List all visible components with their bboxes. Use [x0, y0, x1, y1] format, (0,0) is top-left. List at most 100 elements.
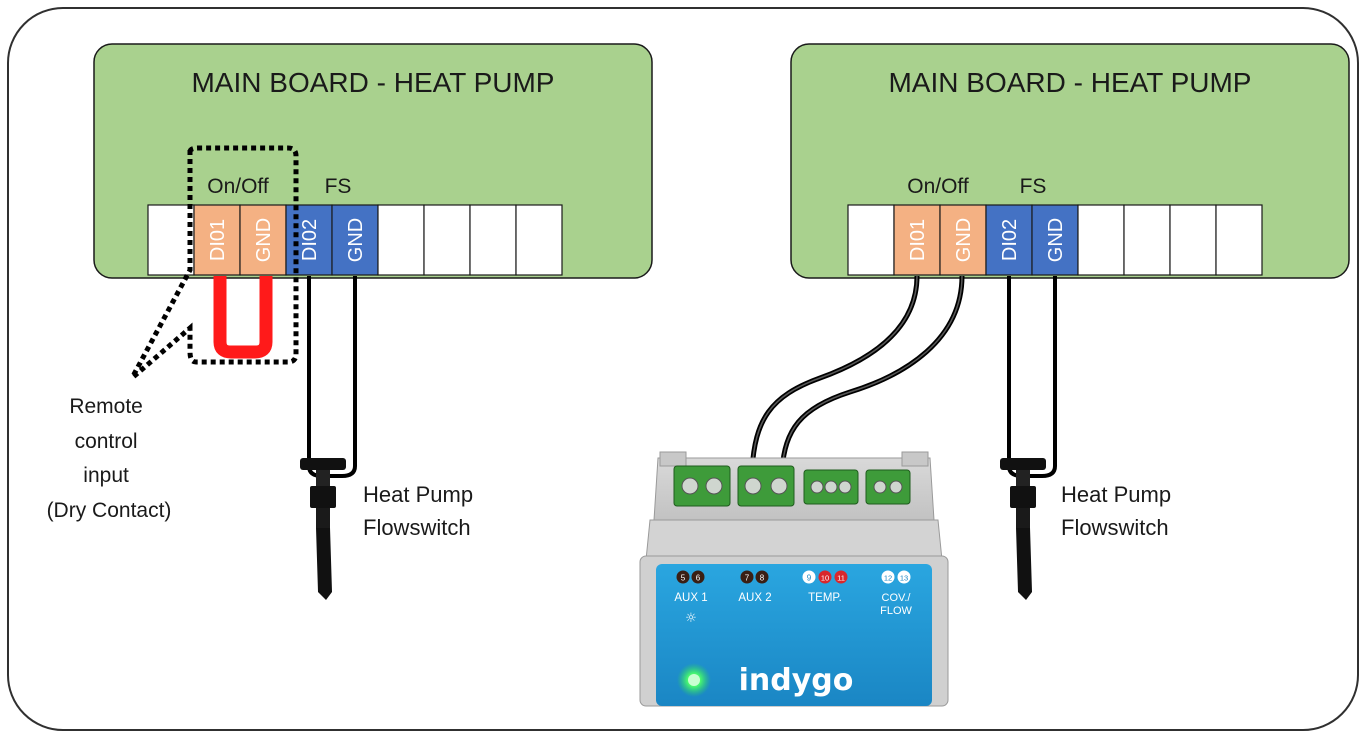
callout-dotted-outline	[129, 145, 299, 380]
port-label: TEMP.	[808, 592, 842, 604]
device-front-panel	[656, 564, 932, 706]
sensor-neck	[316, 470, 330, 486]
flowswitch-wire	[1007, 465, 1057, 478]
device-wire	[749, 275, 920, 471]
left-terminal-label: DI01	[207, 219, 229, 261]
terminal-block-body	[865, 469, 911, 505]
port-dot	[691, 570, 705, 584]
left-terminal-label: GND	[345, 218, 367, 262]
left-terminal-gnd2	[331, 204, 379, 276]
terminal-screw	[838, 480, 852, 494]
right-terminal-label: DI02	[999, 219, 1021, 261]
port-label: AUX 2	[738, 592, 771, 604]
right-terminal-label: GND	[953, 218, 975, 262]
terminal-screw	[889, 480, 903, 494]
port-dot	[897, 570, 911, 584]
terminal-screw	[705, 477, 723, 495]
terminal-screw	[770, 477, 788, 495]
right-terminal-empty	[847, 204, 895, 276]
device-terminal-block	[803, 469, 859, 505]
port-dot	[881, 570, 895, 584]
port-dot	[802, 570, 816, 584]
device-wire-highlight	[781, 275, 963, 471]
right-terminal-empty	[1215, 204, 1263, 276]
terminal-block-body	[737, 465, 795, 507]
port-aux1: 5 6 AUX 1 ☼	[674, 570, 708, 626]
port-label: COV./	[882, 592, 912, 604]
right-terminal-di02	[985, 204, 1033, 276]
sensor-paddle	[1016, 528, 1032, 600]
right-flowswitch-label: Heat Pump Flowswitch	[1061, 482, 1177, 540]
right-terminal-label: DI01	[907, 219, 929, 261]
device-clip	[901, 451, 929, 467]
port-number: 6	[696, 574, 701, 583]
indygo-logo: indygo	[739, 663, 854, 698]
sensor-stem	[1016, 508, 1030, 528]
terminal-block-body	[673, 465, 731, 507]
left-flowswitch-label: Heat Pump Flowswitch	[363, 482, 479, 540]
device-wire	[779, 275, 965, 471]
sensor-stem	[316, 508, 330, 528]
left-fs-label: FS	[325, 175, 352, 198]
bulb-icon: ☼	[685, 611, 697, 626]
port-number: 12	[884, 574, 892, 583]
left-flowswitch-sensor	[300, 458, 346, 600]
sensor-nut	[1010, 486, 1036, 508]
port-number: 10	[821, 574, 829, 583]
left-terminal-label: GND	[253, 218, 275, 262]
device-wire-highlight	[751, 275, 918, 471]
port-number: 8	[760, 574, 765, 583]
indygo-device: 5 6 AUX 1 ☼ 7 8 AUX 2 9 10 11 TEMP. 12 1…	[639, 451, 949, 707]
right-onoff-label: On/Off	[907, 175, 969, 198]
port-dot	[834, 570, 848, 584]
left-terminal-empty	[469, 204, 517, 276]
left-main-board: MAIN BOARD - HEAT PUMP On/Off FS DI01 GN…	[47, 43, 653, 600]
flowswitch-wire	[307, 465, 357, 478]
port-dot	[740, 570, 754, 584]
device-terminal-block	[673, 465, 731, 507]
right-terminal-empty	[1077, 204, 1125, 276]
port-number: 11	[837, 574, 845, 583]
port-cov-flow: 12 13 COV./ FLOW	[880, 570, 913, 617]
right-terminal-empty	[1169, 204, 1217, 276]
right-terminal-empty	[1123, 204, 1171, 276]
terminal-screw	[681, 477, 699, 495]
terminal-screw	[810, 480, 824, 494]
port-label: FLOW	[880, 605, 912, 617]
jumper-wire	[213, 276, 273, 359]
port-dot	[755, 570, 769, 584]
left-terminal-empty	[377, 204, 425, 276]
right-fs-label: FS	[1020, 175, 1047, 198]
left-board-title: MAIN BOARD - HEAT PUMP	[191, 67, 554, 98]
left-terminal-label: DI02	[299, 219, 321, 261]
terminal-screw	[824, 480, 838, 494]
device-terminal-block	[865, 469, 911, 505]
right-board-title: MAIN BOARD - HEAT PUMP	[888, 67, 1251, 98]
port-dot	[676, 570, 690, 584]
terminal-screw	[873, 480, 887, 494]
left-onoff-label: On/Off	[207, 175, 269, 198]
right-main-board: MAIN BOARD - HEAT PUMP On/Off FS DI01 GN…	[749, 43, 1350, 600]
right-terminal-di01	[893, 204, 941, 276]
port-aux2: 7 8 AUX 2	[738, 570, 772, 604]
port-dot	[818, 570, 832, 584]
port-number: 5	[681, 574, 686, 583]
remote-input-callout: Remote control input (Dry Contact)	[47, 395, 172, 522]
port-number: 13	[900, 574, 908, 583]
port-temp: 9 10 11 TEMP.	[802, 570, 848, 604]
device-terminal-block	[737, 465, 795, 507]
terminal-screw	[744, 477, 762, 495]
right-terminal-gnd1	[939, 204, 987, 276]
right-terminal-label: GND	[1045, 218, 1067, 262]
device-mid-housing	[645, 519, 943, 561]
port-label: AUX 1	[674, 592, 707, 604]
left-terminal-empty	[147, 204, 195, 276]
right-terminal-gnd2	[1031, 204, 1079, 276]
sensor-nut	[310, 486, 336, 508]
left-terminal-empty	[423, 204, 471, 276]
sensor-neck	[1016, 470, 1030, 486]
sensor-paddle	[316, 528, 332, 600]
status-led	[688, 674, 700, 686]
sensor-cap	[1000, 458, 1046, 470]
